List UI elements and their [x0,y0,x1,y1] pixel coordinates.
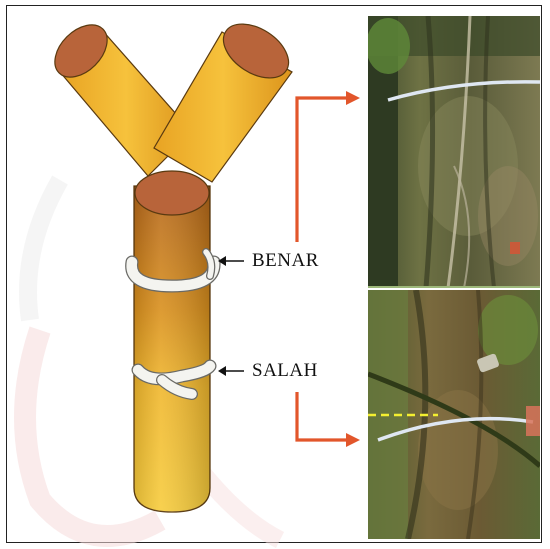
elbow-arrow-icon [297,91,360,242]
label-correct: BENAR [252,250,319,272]
label-wrong: SALAH [252,360,318,382]
elbow-arrow-icon [297,392,360,447]
photo-wrong-measurement [368,290,540,539]
trunk-top-cut-face [135,171,209,215]
arrow-left-icon [218,366,244,376]
photo-correct-measurement [368,16,540,288]
arrow-left-icon [218,256,244,266]
right-branch [154,13,298,182]
tree-trunk-diagram [0,0,360,549]
main-trunk [134,171,210,512]
